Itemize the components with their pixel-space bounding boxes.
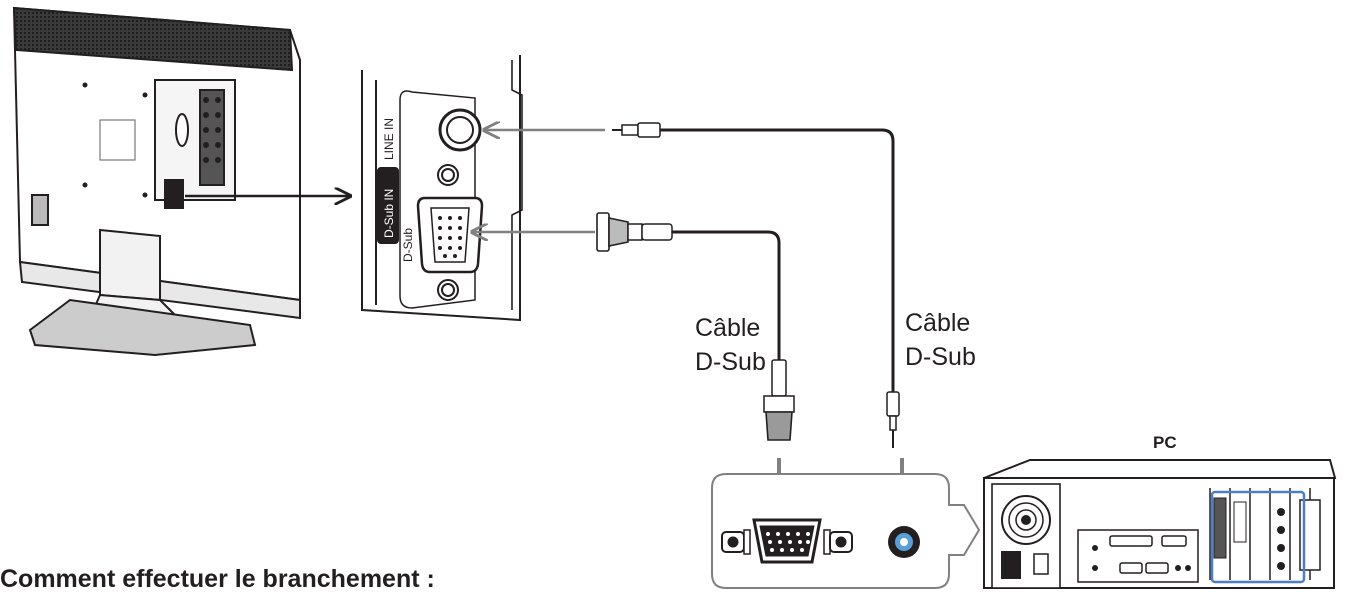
pc-illustration — [983, 459, 1337, 589]
audio-port-closeup — [888, 526, 920, 558]
dsub-port-label: D-Sub — [401, 228, 415, 262]
tv-rear-illustration — [12, 6, 301, 357]
vga-cable — [596, 212, 795, 441]
vga-port-closeup — [721, 518, 853, 564]
dsub-in-group-label: D-Sub IN — [382, 189, 396, 238]
vga-cable-label-line1: Câble — [695, 314, 760, 342]
instruction-heading: Comment effectuer le branchement : — [0, 565, 435, 592]
pc-label: PC — [1153, 433, 1177, 452]
audio-cable — [612, 122, 900, 448]
connector-panel — [361, 55, 523, 322]
pc-port-highlight — [1210, 490, 1306, 584]
audio-cable-label-line2: D-Sub — [905, 343, 976, 371]
audio-cable-label-line1: Câble — [905, 309, 970, 337]
vga-cable-label-line2: D-Sub — [695, 348, 766, 376]
line-in-port-label: LINE IN — [382, 118, 396, 160]
